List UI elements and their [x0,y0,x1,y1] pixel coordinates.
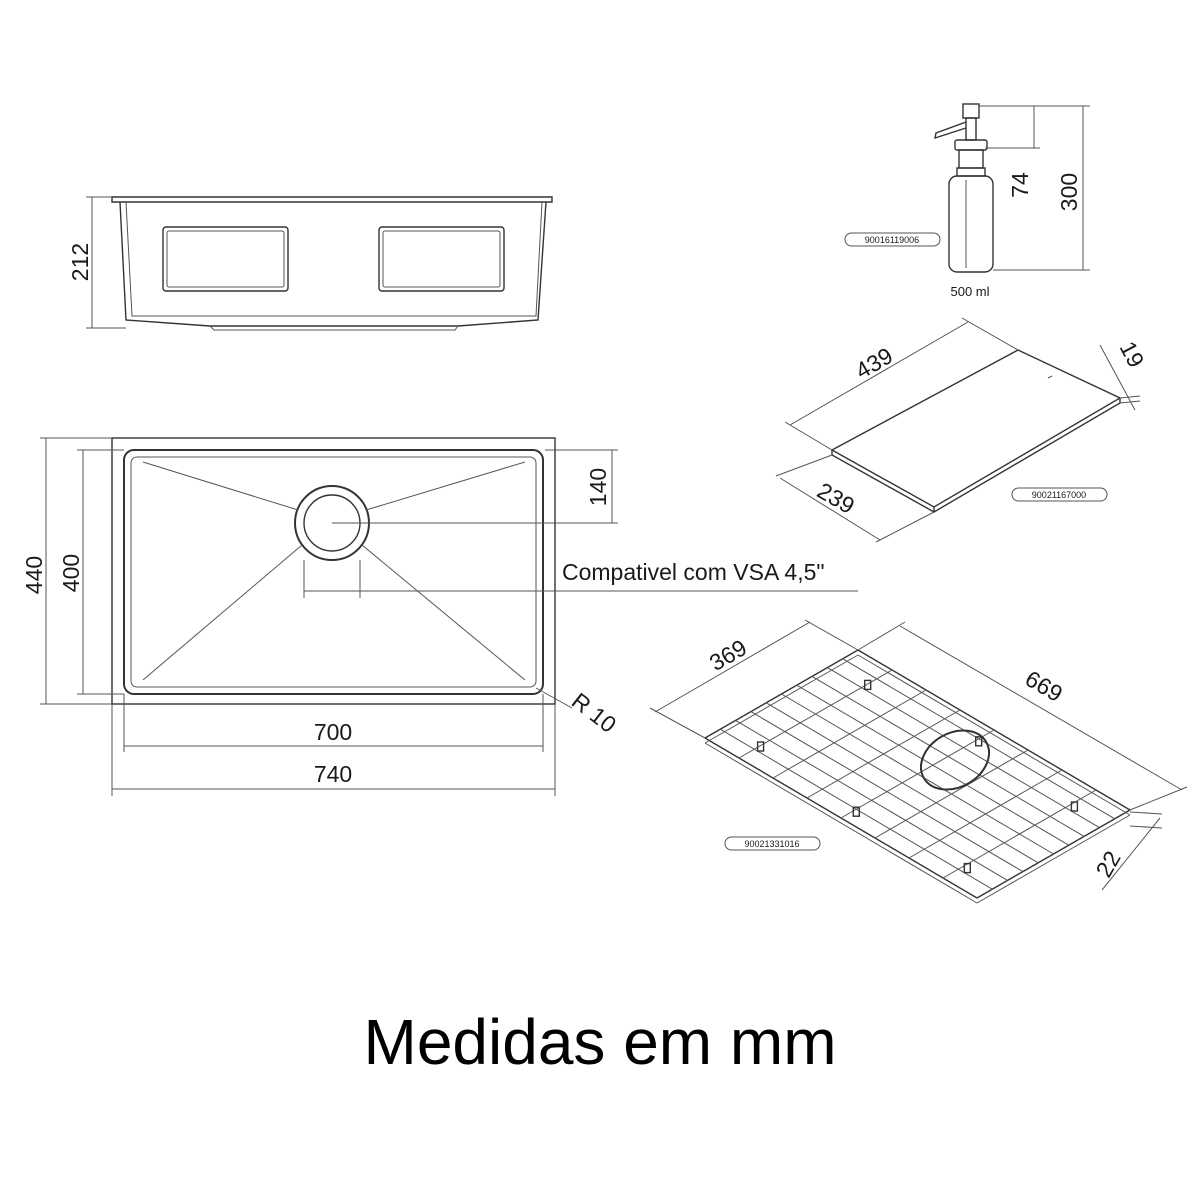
dispenser-code: 90016119006 [865,235,919,245]
grid-crossbar [874,749,1029,839]
grid-foot [852,806,860,817]
dispenser-height-total-label: 300 [1056,173,1082,211]
outer-width-label: 740 [314,761,352,787]
grid-foot [756,741,765,752]
grid-foot [863,679,872,691]
dispenser-height-short-label: 74 [1007,172,1033,198]
grid-frame [976,814,1131,904]
grid-height-label: 22 [1090,846,1125,881]
sink-top-view: 440 400 140 Compativel com VSA 4,5" R 10… [21,437,858,796]
grid-frame [704,654,859,744]
dispenser-code-tag [844,232,941,247]
grid-crossbar [908,769,1063,859]
grid-frame [704,742,978,904]
side-height-label: 212 [67,243,93,281]
board-length-label: 439 [851,342,897,384]
cutting-board: 439 239 19 90021167000 [775,317,1150,543]
board-width-label: 239 [813,477,859,519]
grid-crossbar [942,789,1097,879]
soap-dispenser: 74 300 90016119006 500 ml [844,103,1090,299]
grid-crossbar [772,689,927,779]
board-thickness-label: 19 [1115,337,1150,372]
grid-code: 90021331016 [744,839,799,849]
grid-crossbar [840,729,995,819]
board-code: 90021167000 [1032,490,1086,500]
grid-foot [1070,801,1079,812]
drain-offset-label: 140 [585,468,611,506]
grid-rods [704,649,1131,904]
board-code-tag [1011,487,1108,502]
grid-crossbar [738,669,893,759]
grid-drain-opening [920,729,990,791]
inner-height-label: 400 [58,554,84,592]
grid-foot [975,736,983,747]
units-caption: Medidas em mm [363,1006,837,1078]
sink-side-view: 212 [67,196,553,331]
grid-frame [857,654,1131,816]
dispenser-capacity: 500 ml [950,284,989,299]
compat-note: Compativel com VSA 4,5" [562,559,825,585]
grid-foot [963,862,972,874]
corner-radius-label: R 10 [567,687,621,737]
grid-crossbar [806,709,961,799]
drain-grid: 369 669 22 90021331016 [649,619,1188,904]
inner-width-label: 700 [314,719,352,745]
grid-code-tag [724,836,821,851]
grid-width-label: 369 [705,634,751,676]
outer-height-label: 440 [21,556,47,594]
